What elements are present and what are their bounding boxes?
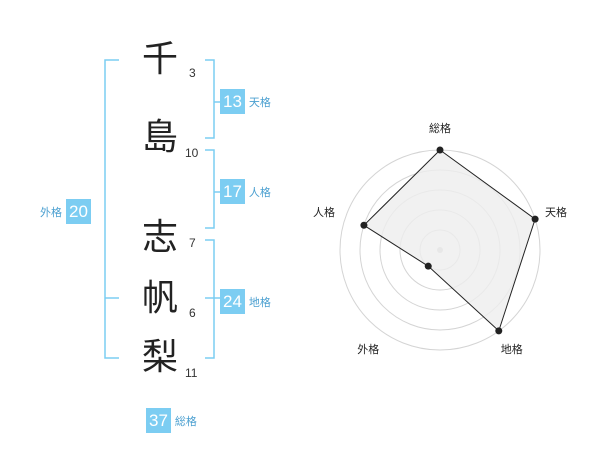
tenkaku-bracket: [205, 59, 215, 139]
soukaku-label: 総格: [174, 414, 197, 428]
name-char-3: 志: [142, 217, 179, 258]
radar-axis-label-2: 地格: [500, 342, 523, 356]
name-char-5: 梨: [142, 337, 179, 378]
stroke-count-5: 11: [185, 366, 198, 380]
radar-point-3: [424, 262, 432, 270]
stroke-count-3: 7: [189, 236, 196, 250]
soukaku-value: 37: [146, 408, 171, 433]
radar-axis-label-3: 外格: [357, 342, 380, 356]
stroke-count-2: 10: [185, 146, 199, 160]
chikaku-label: 地格: [248, 295, 271, 309]
gaikaku-badge: 外格 20: [40, 199, 91, 224]
radar-polygon: [363, 149, 536, 332]
jinkaku-badge: 17 人格: [220, 179, 271, 204]
radar-axis-label-0: 総格: [429, 122, 451, 135]
gaikaku-value: 20: [66, 199, 91, 224]
stroke-count-4: 6: [189, 306, 196, 320]
name-char-2: 島: [142, 117, 179, 158]
stroke-count-1: 3: [189, 66, 196, 80]
gaikaku-label: 外格: [40, 205, 62, 219]
tenkaku-badge: 13 天格: [220, 89, 271, 114]
jinkaku-value: 17: [220, 179, 245, 204]
jinkaku-bracket: [205, 149, 215, 229]
name-char-4: 帆: [142, 278, 179, 319]
radar-point-0: [436, 146, 444, 154]
name-char-1: 千: [142, 39, 179, 80]
radar-point-2: [495, 327, 503, 335]
jinkaku-label: 人格: [248, 185, 271, 199]
chikaku-value: 24: [220, 289, 245, 314]
tenkaku-label: 天格: [248, 95, 271, 109]
tenkaku-value: 13: [220, 89, 245, 114]
soukaku-badge: 37 総格: [146, 408, 197, 433]
radar-point-1: [531, 215, 539, 223]
radar-axis-label-4: 人格: [312, 206, 335, 220]
radar-point-4: [360, 221, 368, 229]
chikaku-badge: 24 地格: [220, 289, 271, 314]
gaikaku-bracket: [104, 59, 119, 359]
chikaku-bracket: [205, 239, 215, 359]
radar-axis-label-1: 天格: [545, 206, 568, 220]
